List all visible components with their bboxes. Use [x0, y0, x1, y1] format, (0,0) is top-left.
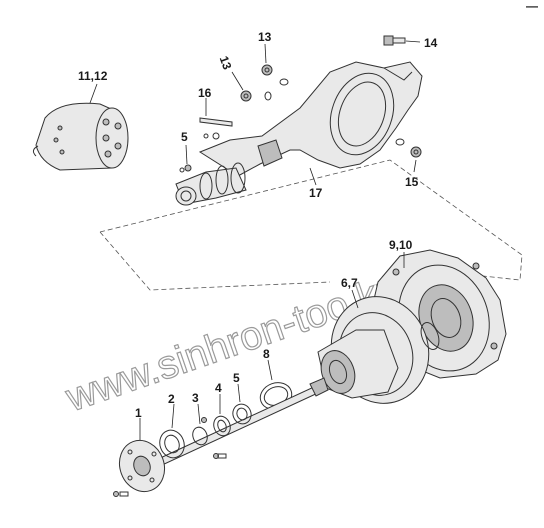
- label-13-left: 13: [217, 54, 235, 72]
- axle-housing-17: [175, 61, 423, 206]
- label-17: 17: [309, 186, 323, 200]
- label-3: 3: [192, 391, 199, 405]
- ring-5-lower: [232, 403, 252, 425]
- label-14: 14: [424, 36, 438, 50]
- gasket-2: [159, 429, 185, 459]
- screw-5-upper: [179, 164, 192, 173]
- label-13-top: 13: [258, 30, 272, 44]
- bolt-14: [383, 35, 406, 46]
- label-5-upper: 5: [181, 130, 188, 144]
- hub-cover-11-12: [32, 102, 129, 171]
- label-1: 1: [135, 406, 142, 420]
- label-9-10: 9,10: [389, 238, 413, 252]
- washer-13b: [264, 91, 272, 101]
- bolt-3: [192, 417, 227, 459]
- label-8: 8: [263, 347, 270, 361]
- hub-6-7: [317, 296, 440, 404]
- washer-13: [279, 78, 289, 86]
- pin-16: [199, 117, 233, 140]
- flange-1: [113, 439, 166, 497]
- nut-13-left: [240, 90, 252, 102]
- label-15: 15: [405, 175, 419, 189]
- label-11-12: 11,12: [78, 69, 108, 83]
- label-16: 16: [198, 86, 212, 100]
- label-4: 4: [215, 381, 222, 395]
- ring-4: [213, 415, 231, 437]
- plug-15: [395, 138, 422, 158]
- label-2: 2: [168, 392, 175, 406]
- label-5-lower: 5: [233, 371, 240, 385]
- nut-13-top: [261, 64, 273, 76]
- label-6-7: 6,7: [341, 276, 358, 290]
- corner-mark: —: [526, 0, 538, 13]
